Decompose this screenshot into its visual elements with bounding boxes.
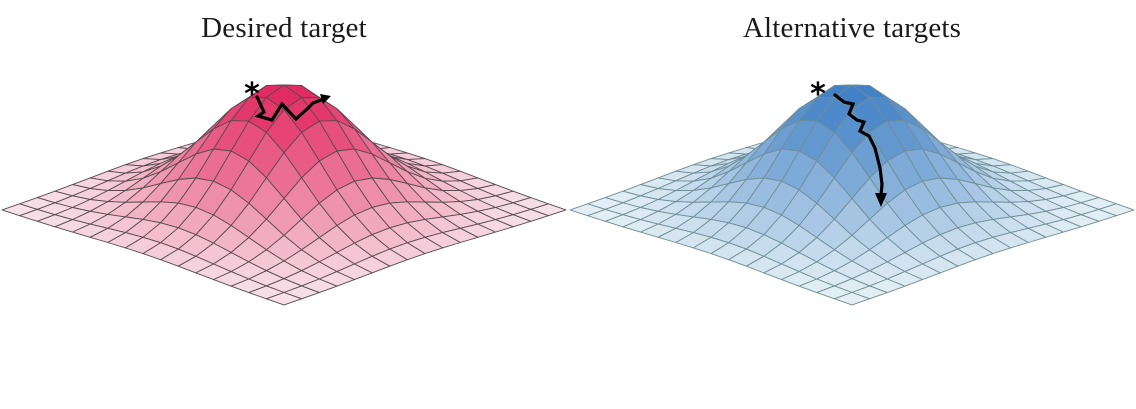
- panel-title-desired: Desired target: [201, 12, 367, 44]
- path-line: [833, 93, 884, 198]
- gaussian-surface-desired: *: [1, 77, 567, 306]
- search-path: *: [244, 77, 331, 122]
- path-arrowhead: [875, 193, 887, 207]
- start-marker-icon: *: [244, 77, 260, 112]
- surface-cell: [833, 292, 871, 306]
- path-line: [254, 95, 326, 122]
- surface-cell: [265, 292, 303, 306]
- panel-desired-target: Desired target *: [1, 12, 567, 306]
- surface-mesh: [569, 84, 1135, 306]
- search-path: *: [810, 77, 887, 207]
- panel-title-alternative: Alternative targets: [742, 12, 962, 44]
- gaussian-surface-alternative: *: [569, 77, 1135, 306]
- start-marker-icon: *: [810, 77, 826, 112]
- path-arrowhead: [320, 94, 331, 104]
- surface-mesh: [1, 84, 567, 306]
- panel-alternative-targets: Alternative targets *: [568, 0, 1136, 409]
